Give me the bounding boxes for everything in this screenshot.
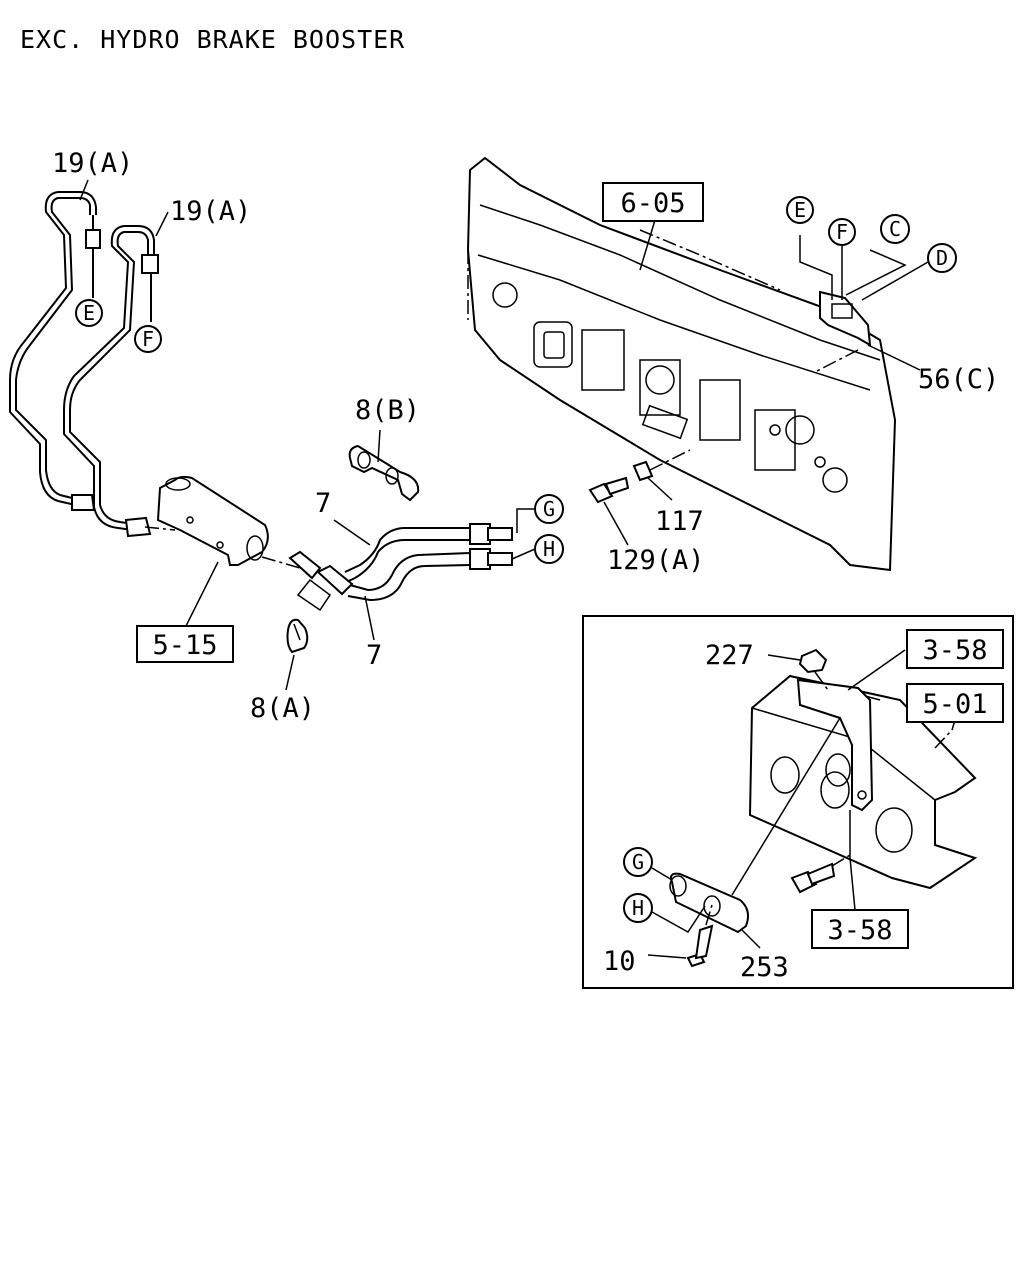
connector-g-inset: G [623, 847, 653, 877]
connector-f-panel: F [828, 218, 856, 246]
connector-h-inset: H [623, 893, 653, 923]
label-227: 227 [705, 640, 754, 671]
diagram-title: EXC. HYDRO BRAKE BOOSTER [20, 25, 405, 54]
label-7-upper: 7 [315, 488, 331, 519]
clip-117 [632, 460, 654, 482]
label-56c: 56(C) [918, 364, 999, 395]
ref-5-15: 5-15 [136, 625, 234, 663]
ref-3-58-top: 3-58 [906, 629, 1004, 669]
svg-text:3-58: 3-58 [827, 915, 892, 946]
nut-227 [798, 648, 828, 674]
svg-text:5-15: 5-15 [152, 630, 217, 661]
connector-g-hose: G [534, 494, 564, 524]
connector-d-panel: D [927, 243, 957, 273]
joint-253 [669, 872, 749, 934]
connector-e-panel: E [786, 196, 814, 224]
bolt-3-58 [790, 862, 836, 894]
connector-h-hose: H [534, 534, 564, 564]
label-8b: 8(B) [355, 395, 420, 426]
svg-text:5-01: 5-01 [922, 689, 987, 720]
ref-5-01: 5-01 [906, 683, 1004, 723]
connector-f-left: F [134, 325, 162, 353]
label-117: 117 [655, 506, 704, 537]
hose-7 [288, 523, 513, 602]
svg-text:F: F [142, 327, 154, 351]
cowl-panel [466, 156, 897, 572]
label-7-lower: 7 [366, 640, 382, 671]
inset-detail-frame [582, 615, 1014, 989]
svg-text:H: H [632, 896, 644, 920]
svg-text:F: F [836, 220, 848, 244]
label-129a: 129(A) [607, 545, 705, 576]
bracket-5-15 [144, 475, 301, 569]
svg-text:H: H [543, 537, 555, 561]
connector-c-panel: C [880, 214, 910, 244]
label-253: 253 [740, 952, 789, 983]
brake-pipe-left [9, 191, 101, 511]
svg-text:D: D [936, 246, 948, 270]
label-8a: 8(A) [250, 693, 315, 724]
svg-text:G: G [543, 497, 555, 521]
bolt-10 [686, 924, 714, 968]
label-19a-lower: 19(A) [170, 196, 251, 227]
label-19a-upper: 19(A) [52, 148, 133, 179]
bracket-3-58 [796, 678, 874, 812]
svg-text:6-05: 6-05 [620, 188, 685, 219]
connector-e-left: E [75, 299, 103, 327]
svg-text:E: E [794, 198, 806, 222]
bolt-129a [588, 476, 630, 504]
ref-6-05: 6-05 [602, 182, 704, 222]
svg-text:E: E [83, 301, 95, 325]
brake-pipe-right [63, 225, 159, 538]
bracket-56c [819, 290, 872, 347]
clip-8b [348, 444, 420, 502]
ref-3-58-bottom: 3-58 [811, 909, 909, 949]
svg-text:3-58: 3-58 [922, 635, 987, 666]
svg-text:G: G [632, 850, 644, 874]
svg-text:C: C [889, 217, 901, 241]
clip-8a [286, 578, 332, 654]
label-10: 10 [603, 946, 636, 977]
